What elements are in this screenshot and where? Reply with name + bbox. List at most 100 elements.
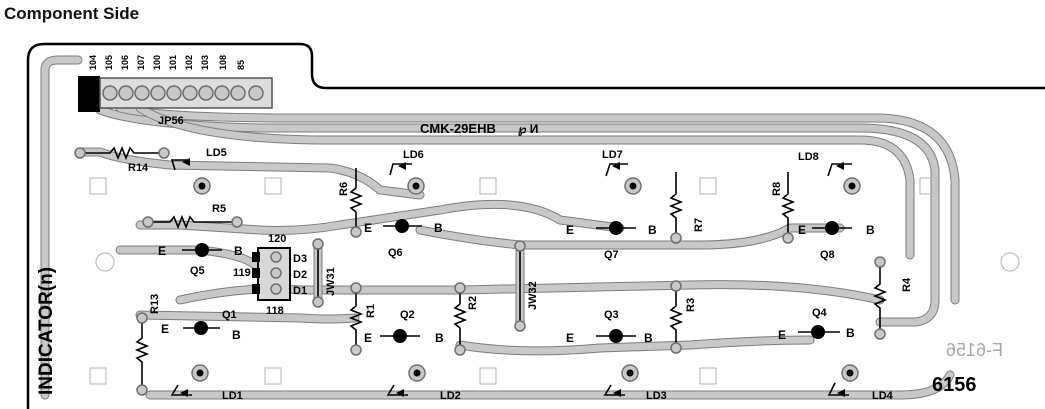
transistor-q2: E B Q2	[364, 309, 444, 345]
header-pin-label: 106	[120, 55, 130, 70]
base-pin-label: B	[846, 326, 855, 340]
led-label: LD6	[403, 149, 424, 161]
led-label: LD8	[798, 151, 819, 163]
transistor-label: Q2	[400, 309, 415, 321]
resistor-label: R3	[685, 298, 697, 312]
header-pin-label: 105	[104, 55, 114, 70]
jumpers: JW31 JW32	[312, 238, 539, 332]
transistor-q8: E B Q8	[798, 221, 875, 261]
header-ref-label: JP56	[158, 115, 184, 127]
diode-label: D2	[293, 269, 307, 281]
board-number-label: 6156	[932, 374, 977, 396]
transistor-q6: E B Q6	[364, 219, 443, 259]
resistor-r8: R8	[771, 172, 796, 244]
base-pin-label: B	[232, 328, 241, 342]
transistor-label: Q7	[604, 249, 619, 261]
resistor-r5: R5	[142, 203, 243, 230]
base-pin-label: B	[648, 223, 657, 237]
header-pin-label: 104	[88, 55, 98, 70]
resistor-label: R13	[149, 294, 161, 314]
resistor-r2: R2	[452, 282, 479, 356]
header-pins	[102, 85, 264, 101]
resistor-label: R7	[693, 218, 705, 232]
led-ld3: LD3	[603, 364, 667, 402]
resistor-r4: R4	[872, 256, 913, 340]
emitter-pin-label: E	[778, 328, 786, 342]
header-connector: 104 105 106 107 100 101 102 103 108 85 J…	[78, 55, 273, 127]
resistor-r1: R1	[348, 282, 377, 356]
led-ld2: LD2	[386, 364, 461, 402]
side-label: INDICATOR(n)	[36, 267, 57, 395]
resistor-r6: R6	[338, 168, 364, 238]
jumper-label: JW31	[325, 267, 337, 296]
header-pin-label: 107	[136, 55, 146, 70]
transistor-label: Q4	[812, 307, 828, 319]
header-pin-label: 102	[184, 55, 194, 70]
mirrored-board-number: F-6156	[946, 340, 1003, 360]
transistor-label: Q5	[190, 265, 205, 277]
pad-number-label: 118	[266, 305, 284, 317]
diode-pack: 120 119 118 D3 D2 D1	[233, 233, 307, 317]
transistor-q7: E B Q7	[566, 221, 657, 261]
header-pin-label: 103	[200, 55, 210, 70]
jumper-jw32: JW32	[514, 240, 539, 332]
resistor-label: R8	[771, 182, 783, 196]
pad-number-label: 119	[233, 267, 251, 279]
diode-label: D1	[293, 285, 307, 297]
base-pin-label: B	[434, 221, 443, 235]
transistor-label: Q3	[604, 309, 619, 321]
emitter-pin-label: E	[566, 331, 574, 345]
base-pin-label: B	[644, 331, 653, 345]
leds: LD1 LD2 LD3 LD4 LD5	[170, 147, 894, 402]
jumper-jw31: JW31	[312, 238, 337, 308]
emitter-pin-label: E	[566, 223, 574, 237]
diode-label: D3	[293, 253, 307, 265]
header-pin-label: 108	[218, 55, 228, 70]
resistor-label: R1	[365, 304, 377, 318]
transistor-label: Q6	[388, 247, 403, 259]
led-label: LD4	[872, 390, 894, 402]
header-pin-label: 85	[236, 60, 246, 70]
base-pin-label: B	[866, 223, 875, 237]
resistors: R1 R2 R3 R4 R5 R6 R7	[74, 145, 913, 396]
approval-mark: ℘ И	[518, 122, 538, 136]
led-ld7: LD7	[602, 149, 642, 195]
emitter-pin-label: E	[364, 221, 372, 235]
jumper-label: JW32	[527, 281, 539, 310]
transistor-q1: E B Q1	[161, 309, 241, 342]
transistors: E B Q1 E B Q2 E B Q3 E B Q4 E	[158, 219, 875, 345]
resistor-r13: R13	[134, 294, 161, 396]
emitter-pin-label: E	[364, 331, 372, 345]
led-ld1: LD1	[170, 364, 243, 402]
transistor-label: Q1	[222, 309, 237, 321]
transistor-q3: E B Q3	[566, 309, 653, 345]
led-ld8: LD8	[798, 151, 861, 195]
board-code-label: CMK-29EHB	[420, 121, 496, 136]
led-ld4: LD4	[827, 364, 894, 402]
resistor-r14: R14	[74, 145, 170, 174]
header-pin-label: 101	[168, 55, 178, 70]
header-pin-label: 100	[152, 55, 162, 70]
base-pin-label: B	[234, 244, 243, 258]
led-ld6: LD6	[389, 149, 425, 195]
led-label: LD3	[646, 390, 667, 402]
copper-traces	[40, 55, 960, 400]
led-label: LD7	[602, 149, 623, 161]
led-label: LD1	[222, 390, 243, 402]
resistor-label: R14	[128, 162, 149, 174]
transistor-q4: E B Q4	[778, 307, 855, 342]
resistor-label: R4	[901, 277, 913, 292]
base-pin-label: B	[435, 331, 444, 345]
emitter-pin-label: E	[798, 223, 806, 237]
page-heading: Component Side	[4, 4, 140, 23]
resistor-label: R5	[212, 203, 226, 215]
transistor-label: Q8	[820, 249, 835, 261]
led-ld5: LD5	[170, 147, 227, 195]
led-label: LD2	[440, 390, 461, 402]
resistor-label: R2	[467, 296, 479, 310]
resistor-r3: R3	[668, 280, 697, 354]
resistor-r7: R7	[668, 172, 705, 244]
emitter-pin-label: E	[158, 244, 166, 258]
pad-number-label: 120	[268, 233, 286, 245]
